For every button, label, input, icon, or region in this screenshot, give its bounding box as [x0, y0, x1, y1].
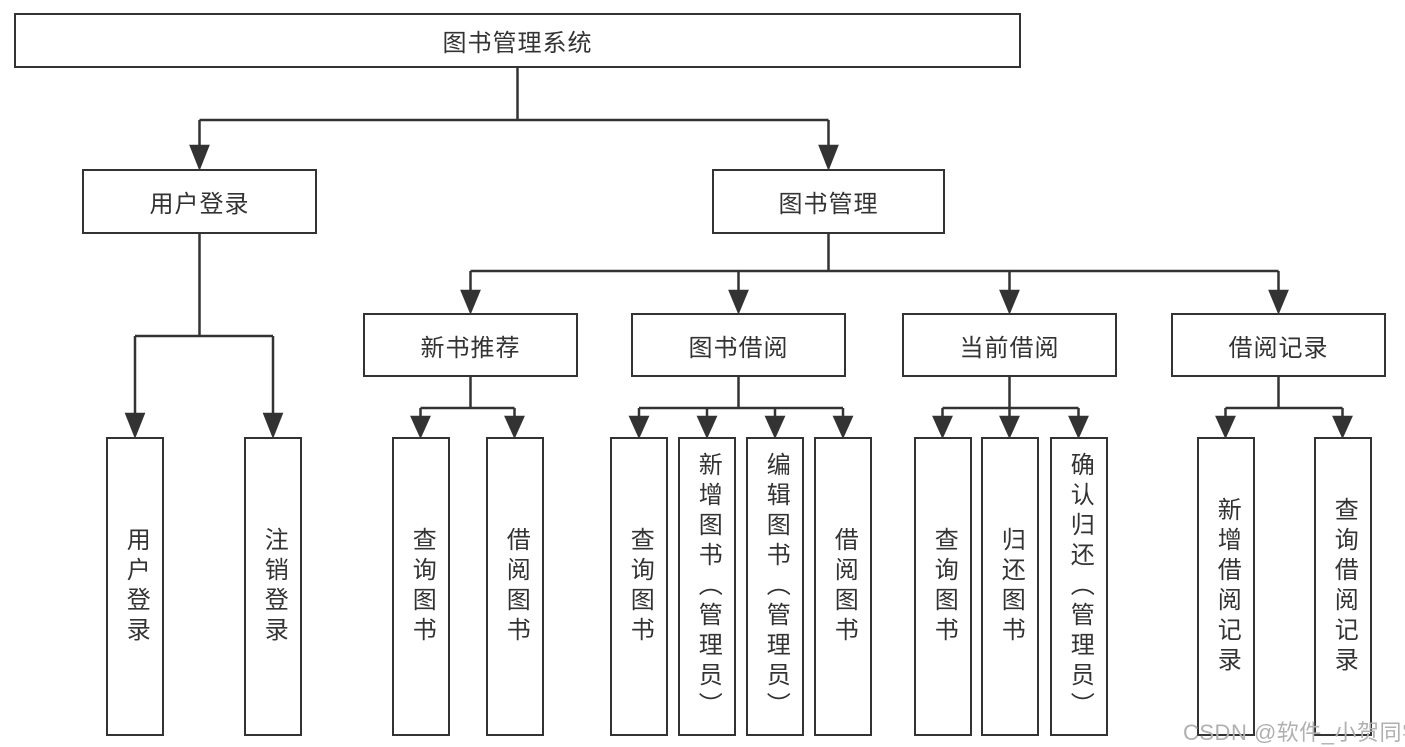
leaf-logout-label: 注销登录 — [260, 526, 288, 647]
node-user-login-label: 用户登录 — [149, 191, 250, 218]
node-borrow-records: 借阅记录 — [1171, 313, 1386, 377]
arrow-down-icon — [1215, 415, 1236, 440]
arrow-down-icon — [1332, 415, 1353, 440]
node-new-book-recommend: 新书推荐 — [363, 313, 578, 377]
node-borrow-records-label: 借阅记录 — [1228, 334, 1329, 362]
node-current-borrow-label: 当前借阅 — [959, 334, 1060, 362]
node-new-book-recommend-label: 新书推荐 — [420, 334, 521, 362]
arrow-down-icon — [262, 412, 284, 439]
arrow-down-icon — [504, 415, 525, 440]
leaf-borrow-borrow-label: 借阅图书 — [830, 526, 858, 647]
leaf-borrow-borrow: 借阅图书 — [814, 437, 872, 736]
connector-borrow-children — [628, 377, 854, 440]
node-book-borrow: 图书借阅 — [631, 313, 846, 377]
leaf-borrow-query-label: 查询图书 — [626, 526, 654, 647]
arrow-down-icon — [999, 289, 1020, 315]
arrow-down-icon — [764, 415, 786, 440]
leaf-newbooks-query-label: 查询图书 — [408, 526, 436, 647]
arrow-down-icon — [1268, 289, 1289, 315]
csdn-watermark: CSDN @软件_小贺同学 — [1183, 720, 1405, 745]
node-book-management: 图书管理 — [712, 169, 945, 234]
connector-records-children — [1215, 377, 1353, 440]
leaf-current-query: 查询图书 — [914, 437, 972, 736]
connector-current-children — [932, 377, 1089, 440]
node-root: 图书管理系统 — [14, 13, 1021, 68]
arrow-down-icon — [628, 415, 650, 440]
node-root-label: 图书管理系统 — [442, 30, 593, 57]
arrow-down-icon — [932, 415, 953, 440]
leaf-borrow-edit-admin: 编辑图书（管理员） — [746, 437, 804, 736]
leaf-records-query-label: 查询借阅记录 — [1330, 496, 1358, 677]
arrow-down-icon — [818, 144, 839, 171]
arrow-down-icon — [1068, 415, 1089, 440]
arrow-down-icon — [460, 289, 481, 315]
leaf-newbooks-borrow-label: 借阅图书 — [502, 526, 530, 647]
leaf-newbooks-query: 查询图书 — [392, 437, 450, 736]
leaf-logout: 注销登录 — [244, 437, 302, 736]
leaf-newbooks-borrow: 借阅图书 — [486, 437, 544, 736]
arrow-down-icon — [728, 289, 749, 315]
connector-root-to-level2 — [189, 68, 839, 171]
connector-new-books-children — [410, 377, 525, 440]
leaf-user-login: 用户登录 — [106, 437, 164, 736]
arrow-down-icon — [189, 144, 210, 171]
arrow-down-icon — [410, 415, 431, 440]
arrow-down-icon — [999, 415, 1020, 440]
arrow-down-icon — [832, 415, 854, 440]
leaf-user-login-label: 用户登录 — [122, 526, 150, 647]
arrow-down-icon — [696, 415, 718, 440]
node-user-login: 用户登录 — [82, 169, 317, 234]
node-current-borrow: 当前借阅 — [902, 313, 1117, 377]
leaf-current-confirm-admin: 确认归还（管理员） — [1050, 437, 1108, 736]
leaf-current-query-label: 查询图书 — [930, 526, 958, 647]
leaf-borrow-add-admin: 新增图书（管理员） — [678, 437, 736, 736]
leaf-borrow-edit-admin-label: 编辑图书（管理员） — [762, 451, 790, 722]
arrow-down-icon — [124, 412, 146, 439]
leaf-records-add-label: 新增借阅记录 — [1213, 496, 1241, 677]
leaf-current-return-label: 归还图书 — [997, 526, 1025, 647]
leaf-records-query: 查询借阅记录 — [1314, 437, 1372, 736]
leaf-records-add: 新增借阅记录 — [1197, 437, 1255, 736]
leaf-current-confirm-admin-label: 确认归还（管理员） — [1066, 451, 1094, 722]
leaf-borrow-query: 查询图书 — [610, 437, 668, 736]
node-book-borrow-label: 图书借阅 — [688, 334, 789, 362]
connector-user-login-children — [124, 234, 284, 439]
leaf-current-return: 归还图书 — [981, 437, 1039, 736]
leaf-borrow-add-admin-label: 新增图书（管理员） — [694, 451, 722, 722]
connector-book-mgmt-children — [460, 234, 1289, 315]
node-book-management-label: 图书管理 — [778, 191, 879, 218]
